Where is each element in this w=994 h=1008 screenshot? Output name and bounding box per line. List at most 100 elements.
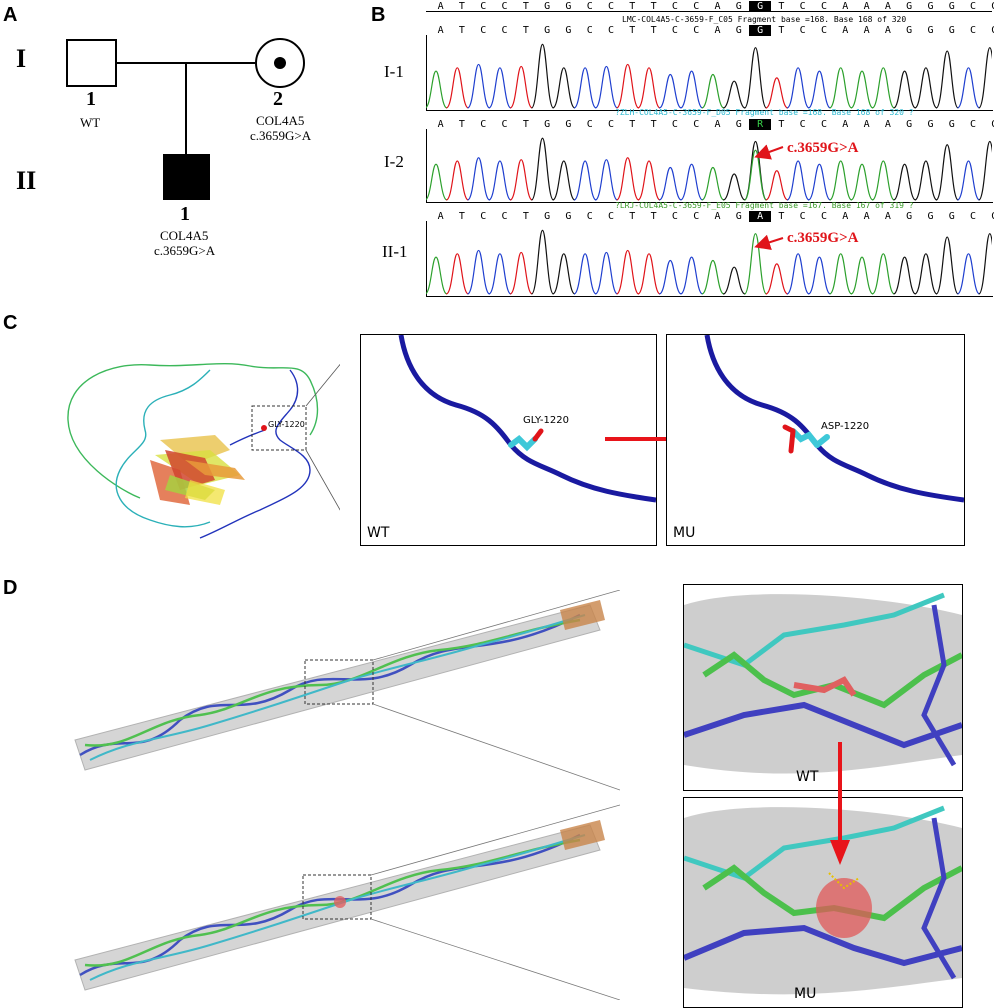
trace-peak — [893, 70, 917, 109]
trace-peak — [765, 263, 789, 295]
base-letter: G — [984, 211, 994, 222]
trace-peak — [467, 63, 491, 109]
base-letter: C — [480, 1, 487, 12]
trace-peak — [530, 43, 555, 109]
trace-peak — [786, 67, 810, 109]
trace-peak — [445, 67, 469, 109]
trace-peak — [786, 160, 810, 201]
base-letter: C — [693, 211, 700, 222]
base-letter: C — [608, 119, 615, 130]
base-letter: T — [458, 25, 465, 36]
base-letter: A — [884, 119, 891, 130]
beta-sheet-domain — [150, 435, 245, 505]
trace-peak — [722, 80, 746, 109]
i1-label: WT — [80, 115, 101, 130]
trace-peak — [871, 253, 895, 295]
trace-peak — [850, 163, 874, 201]
panel-label-c: C — [3, 312, 18, 334]
trace-peak — [445, 160, 469, 201]
trace-peak — [637, 160, 661, 201]
wt-backbone — [398, 334, 657, 503]
base-letter: C — [693, 1, 700, 12]
asp-sidechain — [790, 428, 820, 448]
base-letter: G — [948, 211, 955, 222]
base-letter: A — [437, 25, 444, 36]
base-letter: C — [799, 211, 806, 222]
base-letter: C — [970, 25, 977, 36]
trace-peak — [467, 157, 491, 201]
base-letter: T — [629, 25, 636, 36]
base-letter: G — [906, 211, 913, 222]
sequence-i2: ATCCTGGCCTTCCAGRTCCAAAGGGCGA — [430, 119, 994, 130]
trace-peak — [765, 77, 789, 109]
chain-loop-teal — [115, 369, 211, 528]
trace-peak — [658, 73, 682, 109]
trace-peak — [701, 259, 725, 295]
base-letter: C — [586, 211, 593, 222]
trace-peak — [722, 266, 746, 295]
base-letter: G — [906, 119, 913, 130]
mu-helix-zoom: MU — [683, 797, 963, 1008]
base-letter: G — [984, 25, 994, 36]
base-letter: C — [970, 1, 977, 12]
trace-peak — [701, 166, 725, 201]
trace-peak — [573, 160, 597, 201]
mu-tag-d: MU — [794, 986, 817, 1002]
trace-peak — [807, 256, 831, 295]
trace-peak — [509, 159, 533, 201]
trace-peak — [594, 65, 618, 109]
trace-peak — [914, 67, 938, 109]
base-letter: A — [842, 1, 849, 12]
mu-backbone — [704, 334, 965, 503]
trace-peak — [743, 149, 768, 201]
base-letter: G — [749, 1, 771, 12]
base-letter: A — [749, 211, 771, 222]
row-label-i1: I-1 — [384, 62, 404, 81]
base-letter: A — [884, 1, 891, 12]
fragment-info-i1: LMC-COL4A5-C-3659-F_C05 Fragment base =1… — [622, 15, 907, 24]
base-letter: C — [799, 25, 806, 36]
base-letter: G — [984, 119, 994, 130]
base-letter: A — [884, 211, 891, 222]
trace-peak — [658, 166, 682, 201]
base-letter: G — [948, 25, 955, 36]
base-letter: A — [714, 25, 721, 36]
base-letter: C — [799, 1, 806, 12]
wt-helix-zoom: WT — [683, 584, 963, 791]
base-letter: T — [522, 1, 529, 12]
trace-peak — [978, 47, 992, 109]
base-letter: A — [437, 119, 444, 130]
mu-residue-label: ASP-1220 — [821, 421, 870, 432]
wt-residue-label: GLY-1220 — [523, 415, 569, 426]
trace-peak — [658, 259, 682, 295]
base-letter: R — [749, 119, 771, 130]
trace-peak — [743, 47, 768, 109]
helix-wt — [74, 600, 605, 771]
base-letter: G — [749, 25, 771, 36]
trace-peak — [509, 65, 533, 109]
base-letter: A — [714, 119, 721, 130]
base-letter: C — [671, 119, 678, 130]
base-letter: G — [544, 211, 551, 222]
ii1-gene: COL4A5 — [160, 228, 209, 243]
trace-peak — [552, 253, 576, 295]
base-letter: G — [927, 1, 934, 12]
base-letter: G — [948, 1, 955, 12]
trace-peak — [488, 253, 512, 295]
base-letter: T — [458, 1, 465, 12]
base-letter: A — [714, 211, 721, 222]
trace-peak — [914, 253, 938, 295]
base-letter: C — [671, 25, 678, 36]
base-letter: A — [842, 119, 849, 130]
trace-peak — [488, 160, 512, 201]
base-letter: A — [863, 25, 870, 36]
mu-tag-c: MU — [673, 525, 696, 541]
mutation-label-i2: c.3659G>A — [787, 140, 859, 156]
zoom-region-box — [251, 405, 307, 451]
trace-peak — [956, 253, 981, 295]
base-letter: T — [629, 211, 636, 222]
base-letter: C — [501, 1, 508, 12]
trace-peak — [488, 67, 512, 109]
base-letter: A — [863, 211, 870, 222]
mutation-site-marker — [261, 425, 267, 431]
